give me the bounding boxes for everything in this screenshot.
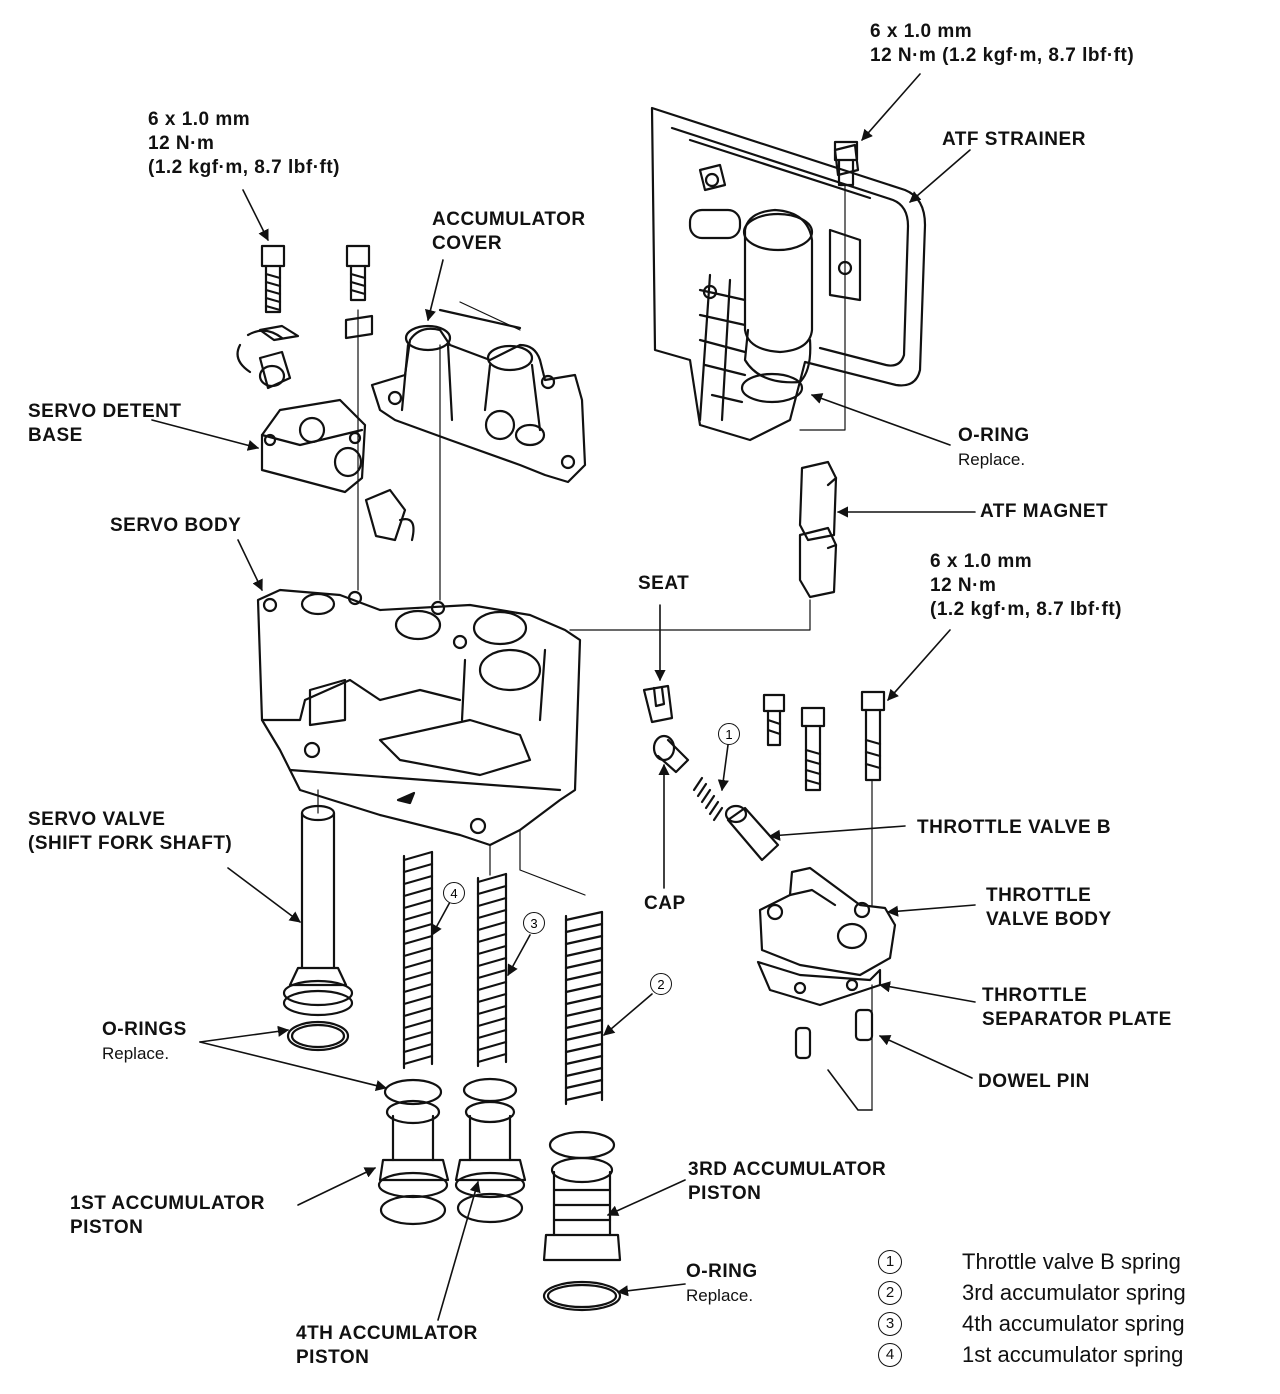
4th-accumulator-piston xyxy=(454,1077,527,1224)
label-throttle-valve-body: THROTTLE VALVE BODY xyxy=(986,885,1112,930)
legend-number: 3 xyxy=(878,1311,902,1336)
legend-row: 4 1st accumulator spring xyxy=(878,1339,1186,1370)
throttle-valve-body xyxy=(758,866,897,977)
label-3rd-accumulator-piston: 3RD ACCUMULATOR PISTON xyxy=(688,1159,887,1204)
atf-strainer xyxy=(650,106,927,442)
servo-body xyxy=(256,588,582,847)
servo-valve xyxy=(282,804,354,1052)
throttle-separator-plate xyxy=(756,960,882,1007)
seat xyxy=(642,684,674,724)
label-atf-strainer: ATF STRAINER xyxy=(942,129,1086,150)
legend-row: 2 3rd accumulator spring xyxy=(878,1277,1186,1308)
legend-row: 3 4th accumulator spring xyxy=(878,1308,1186,1339)
callout-3: 3 xyxy=(523,912,545,934)
bolts-servo xyxy=(258,244,374,342)
label-bolt-right: 6 x 1.0 mm 12 N·m (1.2 kgf·m, 8.7 lbf·ft… xyxy=(930,551,1123,620)
legend-text: 1st accumulator spring xyxy=(962,1341,1184,1367)
label-accumulator-cover: ACCUMULATOR COVER xyxy=(432,209,586,254)
label-dowel-pin: DOWEL PIN xyxy=(978,1071,1090,1092)
legend-text: 4th accumulator spring xyxy=(962,1310,1185,1336)
legend-number: 4 xyxy=(878,1342,902,1367)
label-servo-body: SERVO BODY xyxy=(110,515,242,536)
label-1st-accumulator-piston: 1ST ACCUMULATOR PISTON xyxy=(70,1193,266,1238)
spring-3rd-accumulator xyxy=(564,910,604,1106)
leader-arrows xyxy=(151,73,976,1321)
legend-row: 1 Throttle valve B spring xyxy=(878,1246,1186,1277)
alignment-lines xyxy=(317,184,873,1111)
bolts-throttle xyxy=(762,690,886,792)
label-atf-magnet: ATF MAGNET xyxy=(980,501,1109,522)
label-o-ring-bottom: O-RING Replace. xyxy=(686,1261,758,1305)
3rd-accumulator-piston xyxy=(542,1130,622,1312)
atf-magnet xyxy=(798,460,838,599)
legend-text: 3rd accumulator spring xyxy=(962,1279,1186,1305)
label-bolt-top: 6 x 1.0 mm 12 N·m (1.2 kgf·m, 8.7 lbf·ft… xyxy=(870,21,1135,66)
label-seat: SEAT xyxy=(638,573,690,594)
label-servo-valve: SERVO VALVE (SHIFT FORK SHAFT) xyxy=(28,809,233,854)
legend-text: Throttle valve B spring xyxy=(962,1248,1181,1274)
label-o-ring-top: O-RING Replace. xyxy=(958,425,1030,469)
accumulator-cover xyxy=(370,308,587,484)
bolt-strainer xyxy=(833,140,859,187)
1st-accumulator-piston xyxy=(377,1078,450,1226)
legend-number: 2 xyxy=(878,1280,902,1305)
throttle-valve-b xyxy=(724,804,780,862)
label-bolt-left: 6 x 1.0 mm 12 N·m (1.2 kgf·m, 8.7 lbf·ft… xyxy=(148,109,341,178)
spring-1st-accumulator xyxy=(402,850,434,1070)
callout-2: 2 xyxy=(650,973,672,995)
label-servo-detent-base: SERVO DETENT BASE xyxy=(28,401,182,446)
callout-4: 4 xyxy=(443,882,465,904)
label-cap: CAP xyxy=(644,893,686,914)
label-throttle-separator-plate: THROTTLE SEPARATOR PLATE xyxy=(982,985,1172,1030)
label-o-rings: O-RINGS Replace. xyxy=(102,1019,187,1063)
throttle-valve-b-spring xyxy=(692,776,724,822)
label-4th-accumulator-piston: 4TH ACCUMLATOR PISTON xyxy=(296,1323,478,1368)
legend-number: 1 xyxy=(878,1249,902,1274)
callout-1: 1 xyxy=(718,723,740,745)
dowel-pins xyxy=(794,1008,874,1060)
spring-4th-accumulator xyxy=(476,872,508,1068)
servo-detent-base xyxy=(236,329,415,542)
cap xyxy=(652,734,690,774)
label-throttle-valve-b: THROTTLE VALVE B xyxy=(917,817,1112,838)
spring-legend: 1 Throttle valve B spring 2 3rd accumula… xyxy=(878,1246,1186,1370)
